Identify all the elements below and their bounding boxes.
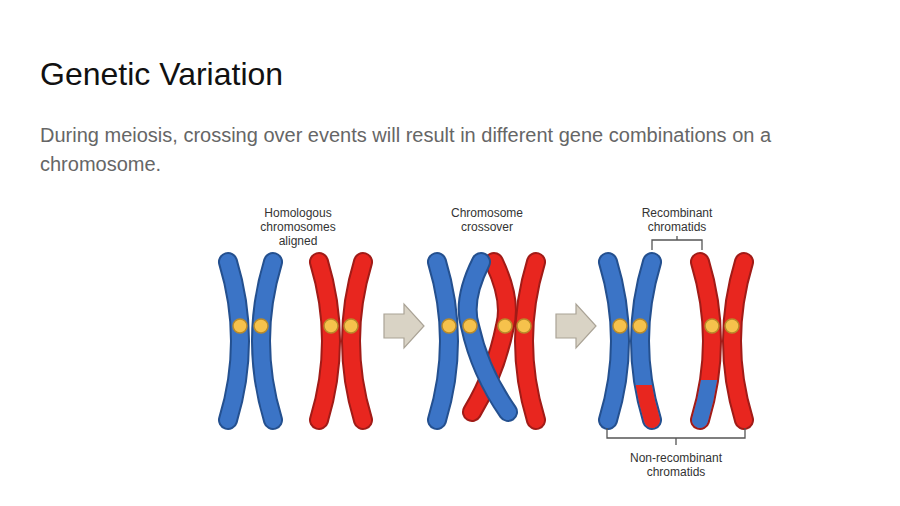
bracket-label: Non-recombinant chromatids <box>621 451 731 479</box>
red-chromosome <box>319 262 363 420</box>
stage-label: Chromosome crossover <box>437 206 537 234</box>
bracket-label: Recombinant chromatids <box>627 206 727 234</box>
slide-title: Genetic Variation <box>40 55 283 93</box>
crossing-chromosomes <box>437 262 536 420</box>
brackets <box>607 236 745 445</box>
step-arrows <box>384 304 596 348</box>
stage-label: Homologous chromosomes aligned <box>248 206 348 248</box>
blue-chromosome <box>228 262 273 420</box>
body-text: During meiosis, crossing over events wil… <box>40 121 860 179</box>
recombinant-chromosomes <box>608 262 744 420</box>
centromere-dots <box>233 319 739 333</box>
